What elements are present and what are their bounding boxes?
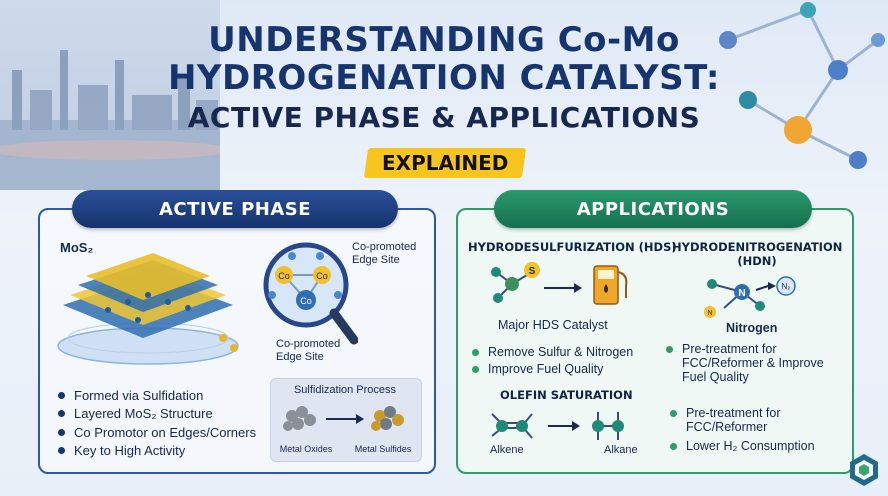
alkane-label: Alkane bbox=[604, 444, 638, 456]
co-atom-label-3: Co bbox=[300, 296, 312, 306]
sulfidization-title: Sulfidization Process bbox=[293, 384, 397, 396]
olefin-illustration bbox=[491, 412, 624, 440]
bullet-item: Pre-treatment for FCC/Reformer bbox=[670, 406, 840, 434]
hds-caption: Major HDS Catalyst bbox=[498, 318, 608, 332]
bullet-dot bbox=[666, 346, 673, 353]
bullet-dot bbox=[58, 391, 65, 399]
bullet-text: Layered MoS₂ Structure bbox=[74, 406, 213, 422]
hdn-title-2: (HDN) bbox=[737, 254, 777, 268]
title-line-1: UNDERSTANDING Co-Mo bbox=[208, 20, 680, 60]
explained-badge: EXPLAINED bbox=[363, 148, 527, 178]
bullet-dot bbox=[58, 447, 65, 455]
bullet-text: Pre-treatment for FCC/Reformer & Improve… bbox=[682, 342, 824, 384]
bullet-item: Lower H₂ Consumption bbox=[670, 439, 840, 453]
nitrogen-small-label: N bbox=[707, 310, 712, 317]
bullet-text: Co Promotor on Edges/Corners bbox=[74, 424, 257, 440]
bullet-item: Pre-treatment for FCC/Reformer & Improve… bbox=[666, 342, 836, 384]
bullet-dot bbox=[670, 410, 677, 417]
bullet-item: Improve Fuel Quality bbox=[472, 362, 662, 376]
nitrogen-atom-label: N bbox=[738, 288, 745, 299]
title-line-3: ACTIVE PHASE & APPLICATIONS bbox=[187, 101, 701, 134]
bullet-text: Formed via Sulfidation bbox=[74, 387, 204, 403]
active-phase-header: ACTIVE PHASE bbox=[72, 190, 398, 228]
alkene-label: Alkene bbox=[490, 444, 524, 456]
magnifier-illustration: Co Co Co bbox=[263, 242, 358, 345]
bullet-text: Pre-treatment for FCC/Reformer bbox=[686, 406, 781, 434]
olefin-bullets: Pre-treatment for FCC/Reformer Lower H₂ … bbox=[670, 406, 840, 453]
bullet-text: Lower H₂ Consumption bbox=[686, 439, 815, 453]
bullet-item: Remove Sulfur & Nitrogen bbox=[472, 345, 662, 359]
bullet-text: Key to High Activity bbox=[74, 443, 186, 459]
hds-title: HYDRODESULFURIZATION (HDS) bbox=[468, 240, 677, 254]
mos2-label: MoS₂ bbox=[60, 240, 94, 255]
bullet-dot bbox=[58, 410, 65, 418]
metal-sulfides-label: Metal Sulfides bbox=[354, 444, 412, 454]
callout-edge-site-bottom: Co-promoted Edge Site bbox=[276, 338, 341, 363]
bullet-item: Co Promotor on Edges/Corners bbox=[58, 423, 256, 442]
active-phase-bullets: Formed via Sulfidation Layered MoS₂ Stru… bbox=[58, 386, 256, 460]
bullet-text: Improve Fuel Quality bbox=[488, 362, 604, 376]
co-atom-label-2: Co bbox=[316, 271, 328, 281]
bullet-text: Remove Sulfur & Nitrogen bbox=[488, 345, 634, 359]
bullet-dot bbox=[58, 428, 65, 436]
hds-illustration: S bbox=[491, 262, 628, 305]
n2-label: N₂ bbox=[782, 282, 791, 291]
explained-label: EXPLAINED bbox=[381, 151, 509, 175]
brand-logo-icon bbox=[850, 454, 878, 486]
bullet-dot bbox=[670, 443, 677, 450]
metal-oxides-label: Metal Oxides bbox=[279, 444, 333, 454]
sulfidization-illustration bbox=[283, 406, 404, 431]
page-title: UNDERSTANDING Co-Mo HYDROGENATION CATALY… bbox=[0, 22, 888, 138]
bullet-dot bbox=[472, 349, 479, 356]
hdn-caption: Nitrogen bbox=[726, 321, 778, 335]
hdn-bullets: Pre-treatment for FCC/Reformer & Improve… bbox=[666, 342, 836, 384]
callout-edge-site-top: Co-promoted Edge Site bbox=[352, 241, 417, 266]
sulfur-atom-label: S bbox=[529, 266, 536, 277]
olefin-title: OLEFIN SATURATION bbox=[500, 388, 633, 402]
applications-header: APPLICATIONS bbox=[494, 190, 812, 228]
molecule-background bbox=[719, 2, 885, 169]
bullet-item: Formed via Sulfidation bbox=[58, 386, 256, 405]
bullet-dot bbox=[472, 366, 479, 373]
mos2-structure-illustration bbox=[57, 253, 239, 365]
hdn-illustration: N N N₂ bbox=[704, 276, 796, 318]
co-atom-label-1: Co bbox=[278, 271, 290, 281]
bullet-item: Key to High Activity bbox=[58, 442, 256, 461]
refinery-background bbox=[0, 0, 230, 190]
hdn-title-1: HYDRODENITROGENATION bbox=[672, 240, 843, 254]
bullet-item: Layered MoS₂ Structure bbox=[58, 405, 256, 424]
title-line-2: HYDROGENATION CATALYST: bbox=[167, 58, 721, 98]
hds-bullets: Remove Sulfur & Nitrogen Improve Fuel Qu… bbox=[472, 345, 662, 376]
